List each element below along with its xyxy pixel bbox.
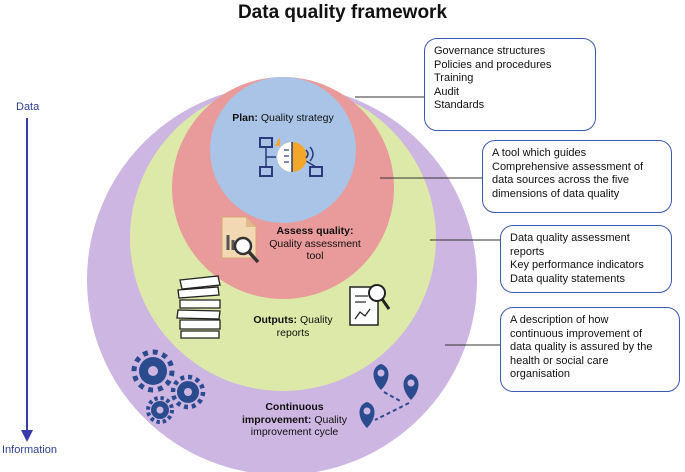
assess-description-box: A tool which guides Comprehensive assess… (482, 140, 672, 213)
diagram-title: Data quality framework (237, 2, 448, 23)
document-search-icon (221, 216, 260, 264)
plan-box-line: Standards (434, 99, 485, 111)
plan-label-bold: Plan: (232, 112, 258, 124)
outputs-box-line: Key performance indicators (510, 259, 644, 271)
assess-box-line: Comprehensive assessment of (492, 160, 644, 173)
continuous-box-line: health or social care (510, 354, 609, 367)
plan-box-line: Policies and procedures (434, 58, 552, 71)
outputs-box-line: Data quality statements (510, 272, 625, 285)
paper-stack-icon (176, 275, 221, 339)
assess-box-line: dimensions of data quality (492, 187, 620, 200)
continuous-label-line3: improvement cycle (250, 426, 339, 438)
continuous-box-line: organisation (510, 368, 570, 380)
continuous-label-bold2: improvement: (241, 413, 312, 426)
outputs-description-box: Data quality assessment reports Key perf… (500, 225, 672, 293)
assess-box-line: A tool which guides (492, 147, 587, 159)
outputs-label: Outputs: Quality reports (238, 314, 348, 339)
plan-label: Plan: Quality strategy (218, 112, 348, 125)
continuous-box-line: data quality is assured by the (510, 341, 653, 353)
continuous-label: Continuous improvement: Quality improvem… (232, 401, 357, 439)
report-magnifier-icon (349, 284, 391, 326)
strategy-icon (259, 137, 323, 177)
assess-label-line1: Quality assessment (269, 237, 361, 250)
plan-box-line: Training (434, 72, 474, 84)
outputs-label-line2: reports (276, 326, 310, 339)
outputs-label-bold: Outputs: (253, 314, 298, 326)
continuous-label-text: Quality (314, 413, 348, 426)
assess-box-line: data sources across the five (492, 174, 629, 186)
continuous-label-bold1: Continuous (265, 401, 324, 413)
gears-icon (131, 349, 206, 424)
continuous-box-line: continuous improvement of (510, 327, 643, 340)
map-route-icon (359, 364, 419, 428)
plan-description-box: Governance structures Policies and proce… (424, 38, 596, 131)
axis-top-label: Data (16, 101, 40, 113)
assess-label-line2: tool (306, 250, 324, 262)
axis-bottom-label: Information (2, 444, 58, 456)
outputs-label-text: Quality (299, 314, 333, 326)
continuous-description-box: A description of how continuous improvem… (500, 307, 680, 392)
plan-label-text: Quality strategy (260, 112, 334, 124)
continuous-box-line: A description of how (510, 314, 609, 326)
axis-arrow (21, 118, 33, 442)
plan-box-line: Governance structures (434, 45, 546, 57)
assess-label-bold: Assess quality: (276, 225, 354, 237)
outputs-box-line: reports (510, 245, 545, 258)
assess-label: Assess quality: Quality assessment tool (260, 225, 370, 263)
outputs-box-line: Data quality assessment (510, 232, 630, 244)
plan-box-line: Audit (434, 85, 460, 98)
